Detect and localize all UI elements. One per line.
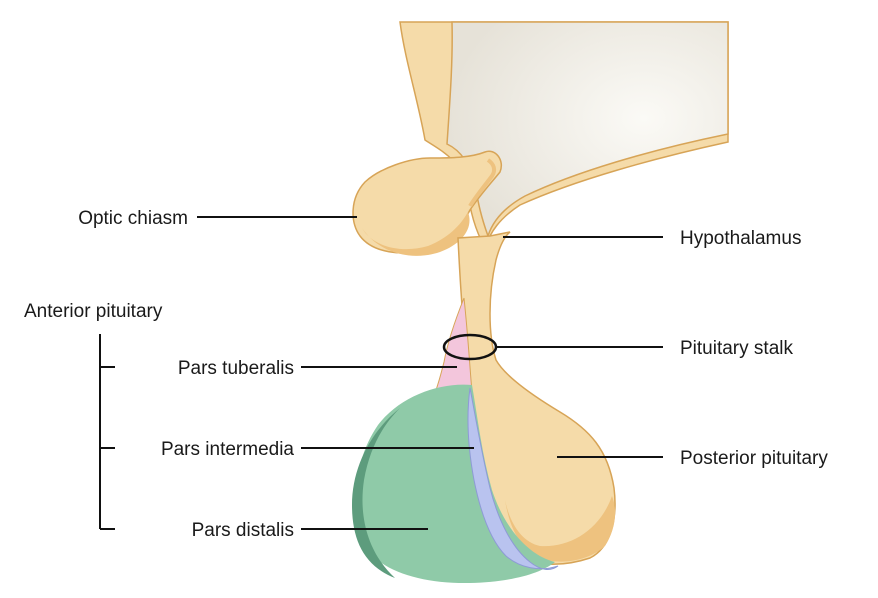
label-pars-distalis: Pars distalis xyxy=(192,520,294,541)
label-anterior-pituitary: Anterior pituitary xyxy=(24,301,163,322)
label-hypothalamus: Hypothalamus xyxy=(680,228,801,249)
optic-chiasm-shape xyxy=(352,150,502,256)
label-optic-chiasm: Optic chiasm xyxy=(78,208,188,229)
leader-lines xyxy=(197,216,663,530)
label-posterior-pituitary: Posterior pituitary xyxy=(680,448,828,469)
anterior-pituitary-bracket xyxy=(99,334,115,530)
pars-intermedia-shape xyxy=(467,387,559,570)
label-pituitary-stalk: Pituitary stalk xyxy=(680,338,793,359)
label-pars-tuberalis: Pars tuberalis xyxy=(178,358,294,379)
label-pars-intermedia: Pars intermedia xyxy=(161,439,294,460)
